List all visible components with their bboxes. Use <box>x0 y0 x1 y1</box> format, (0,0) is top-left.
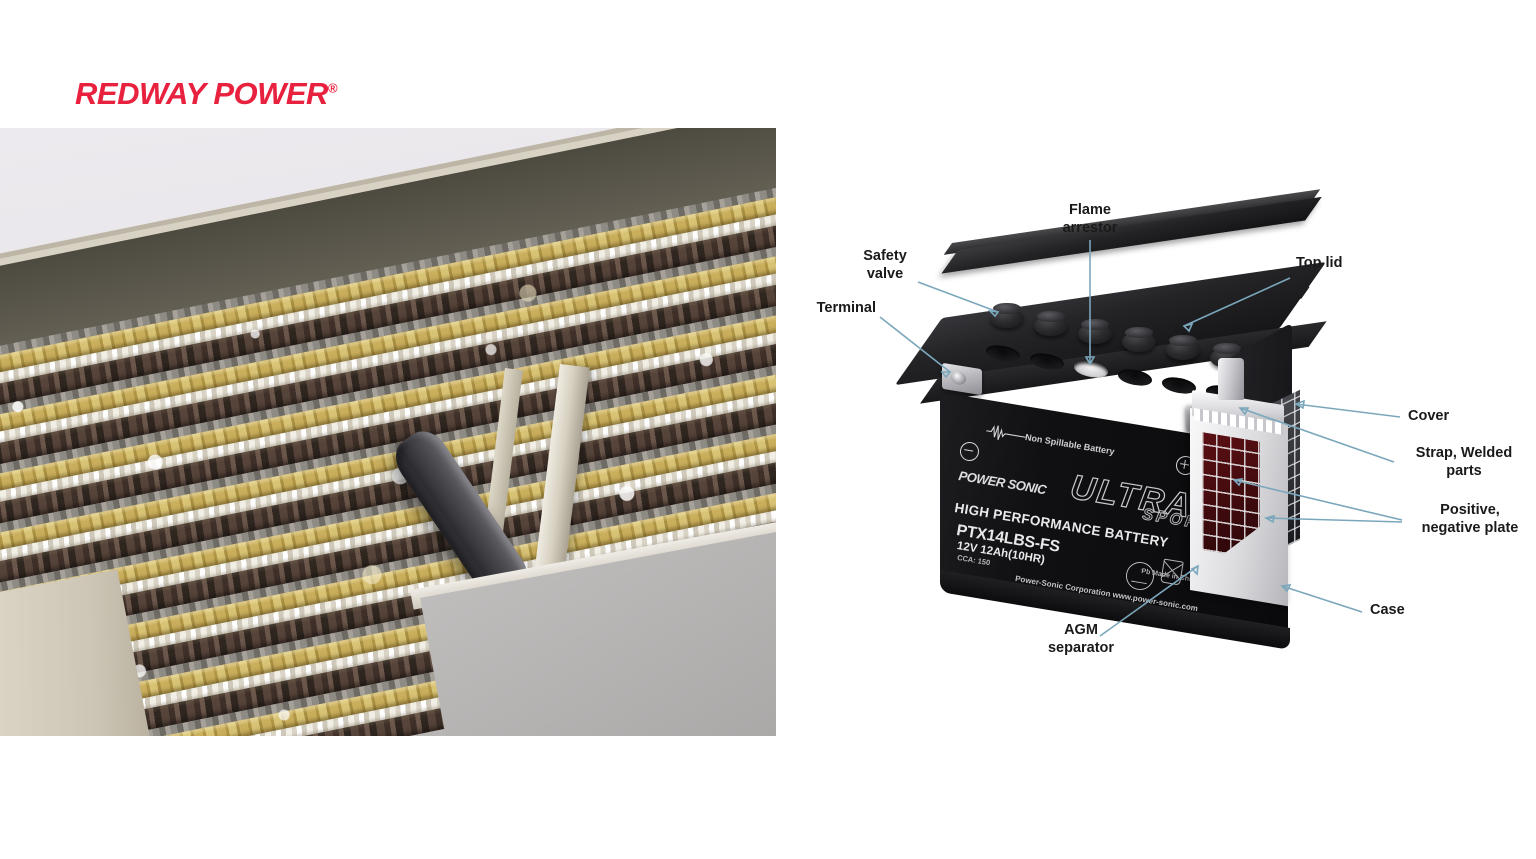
label-safety-valve: Safety valve <box>863 248 907 282</box>
safety-valve-cap <box>1166 335 1200 360</box>
safety-valve-cap <box>990 303 1024 328</box>
callout-leader-lines <box>879 240 1403 637</box>
internal-terminal-post <box>1218 358 1244 400</box>
corroded-battery-photo: 81 104 <box>0 128 776 736</box>
sound-wave-icon <box>986 425 1026 440</box>
registered-trademark-icon: ® <box>327 80 338 96</box>
label-terminal: Terminal <box>816 300 876 316</box>
label-strap-welded-parts: Strap, Welded parts <box>1415 445 1513 479</box>
label-case: Case <box>1370 602 1405 618</box>
label-top-lid: Top lid <box>1296 255 1343 271</box>
safety-valve-cap <box>1122 327 1156 352</box>
label-cover: Cover <box>1408 408 1450 424</box>
label-agm-separator: AGM separator <box>1047 622 1115 656</box>
redway-power-logo: REDWAY POWER® <box>75 76 338 111</box>
battery-exploded-diagram: Non Spillable Battery POWER SONIC ULTRA … <box>790 150 1536 710</box>
safety-valve-cap <box>1078 319 1112 344</box>
logo-wordmark: REDWAY POWER <box>75 76 328 111</box>
label-positive-negative-plate: Positive, negative plate <box>1421 502 1519 536</box>
label-flame-arrestor: Flame arrestor <box>1062 202 1118 236</box>
safety-valve-cap <box>1034 311 1068 336</box>
